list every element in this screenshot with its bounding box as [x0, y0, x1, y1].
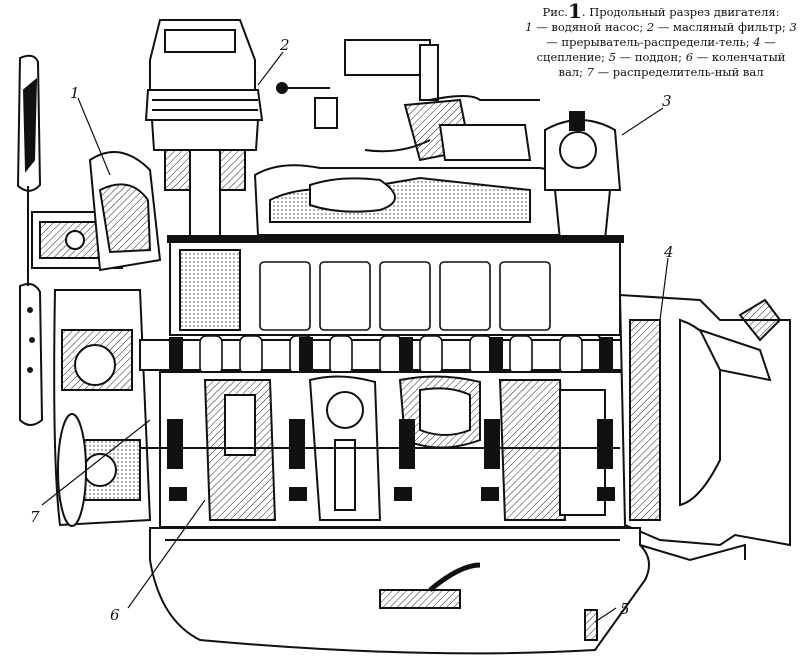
caption-item-number: 4 [753, 35, 761, 49]
front-cover [53, 289, 152, 527]
crankshaft [140, 371, 631, 528]
callout-4: 4 [663, 243, 674, 261]
caption-item-number: 3 [789, 20, 797, 34]
caption-item-number: 5 [608, 50, 617, 64]
caption-number: 1 [567, 0, 582, 23]
oil-pan [149, 527, 746, 655]
caption-item-text: — коленчатый вал; [558, 50, 786, 79]
leader-lines [41, 51, 669, 623]
caption-item-number: 2 [646, 20, 655, 34]
caption-prefix: Рис. [542, 5, 568, 19]
callout-5: 5 [620, 600, 630, 618]
caption-item-text: — поддон; [616, 50, 686, 64]
callout-7: 7 [30, 508, 40, 526]
callout-6: 6 [110, 606, 120, 624]
callout-2: 2 [279, 36, 290, 54]
carburetor [276, 39, 540, 162]
caption-item-number: 7 [586, 65, 594, 79]
figure-caption: Рис.1. Продольный разрез двигателя: 1 — … [525, 0, 797, 79]
oil-filter [144, 19, 264, 241]
callout-1: 1 [70, 84, 80, 102]
callout-3: 3 [662, 92, 672, 110]
clutch-housing [618, 293, 791, 547]
caption-title: Продольный разрез двигателя: [589, 5, 780, 19]
caption-item-text: — прерыватель-распредели-тель; [546, 35, 754, 49]
camshaft [139, 335, 631, 375]
caption-item-number: 6 [685, 50, 694, 64]
caption-item-text: — водяной насос; [532, 20, 647, 34]
water-pump [31, 151, 162, 272]
caption-item-text: — сцепление; [536, 35, 776, 64]
caption-item-text: — распределитель-ный вал [593, 65, 764, 79]
caption-item-number: 1 [525, 20, 533, 34]
fan-blade [16, 54, 44, 426]
valve-cover [253, 164, 566, 236]
caption-item-text: — масляный фильтр; [654, 20, 790, 34]
cylinder-block [167, 235, 624, 336]
